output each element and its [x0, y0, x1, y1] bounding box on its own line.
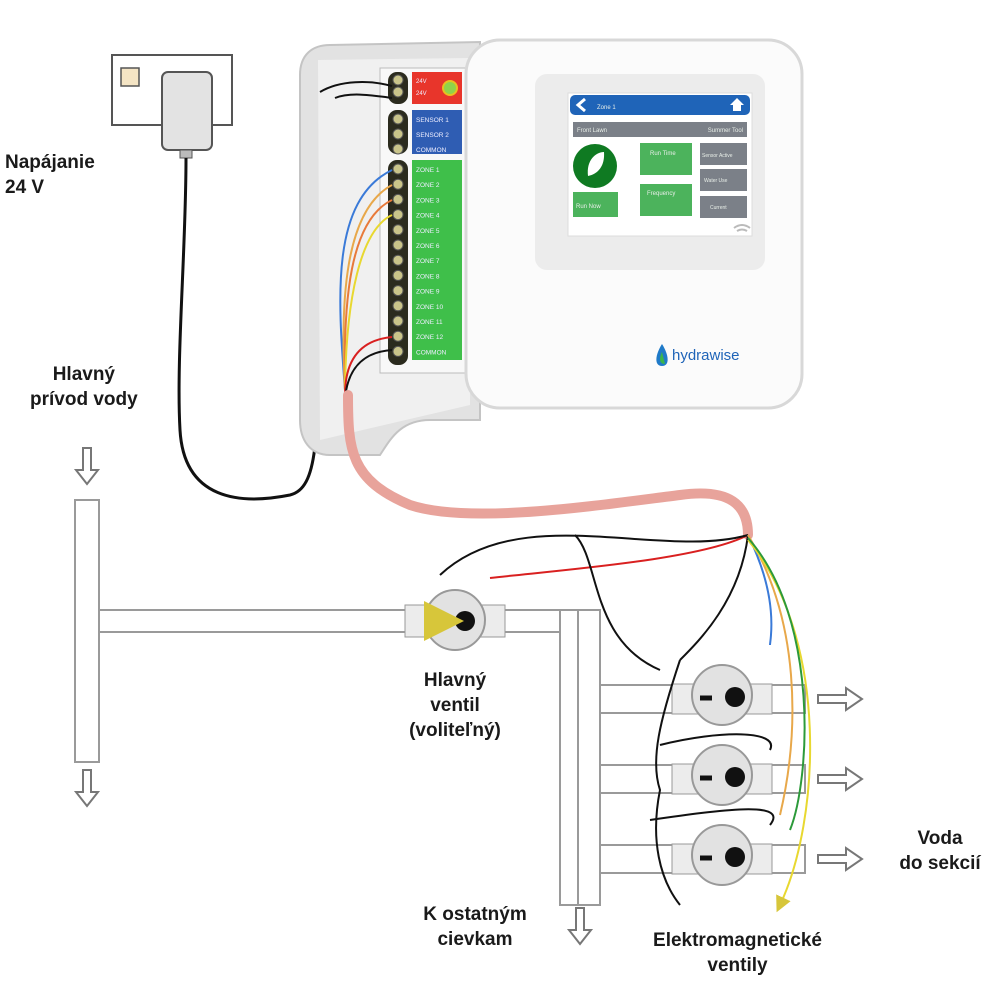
terminal-label-zones: ZONE 8: [416, 273, 440, 280]
terminal-screw: [392, 178, 404, 190]
label-other-coils: K ostatným cievkam: [400, 902, 550, 952]
terminal-screw: [392, 300, 404, 312]
flow-arrow-icon: [817, 686, 864, 712]
label-line: ventily: [707, 955, 768, 976]
label-line: (voliteľný): [409, 720, 501, 741]
terminal-strip: 24V 24V SENSOR 1 SENSOR 2 COMMON ZONE 1 ZONE 2…: [379, 67, 471, 374]
label-line: Elektromagnetické: [653, 930, 822, 951]
leaf-icon: [587, 152, 605, 176]
label-solenoid-valves: Elektromagnetické ventily: [625, 928, 850, 978]
terminal-label-sensor: COMMON: [416, 147, 447, 154]
solenoid-valve: [671, 664, 773, 726]
flow-arrow-icon: [566, 907, 594, 946]
main-valve: [404, 589, 506, 651]
flow-arrow-icon: [73, 447, 101, 486]
label-line: 24 V: [5, 177, 45, 198]
terminal-label-zones: ZONE 10: [416, 304, 443, 311]
terminal-screw: [392, 74, 404, 86]
terminal-label-zones: ZONE 2: [416, 182, 440, 189]
terminal-screw: [392, 163, 404, 175]
terminal-screw: [392, 345, 404, 357]
run-now-button: Run Now: [576, 204, 601, 210]
label-main-supply: Hlavný prívod vody: [30, 362, 138, 412]
flow-arrow-icon: [817, 846, 864, 872]
terminal-wires: [319, 81, 393, 401]
terminal-screw: [392, 269, 404, 281]
label-line: cievkam: [437, 929, 513, 950]
terminal-label-zones: ZONE 9: [416, 289, 440, 296]
terminal-screw: [392, 224, 404, 236]
screen-title: Zone 1: [597, 105, 616, 111]
label-line: Voda: [917, 828, 963, 849]
current: Current: [710, 205, 727, 211]
sensor-status: Sensor Active: [702, 153, 733, 159]
frequency-button: Frequency: [647, 191, 675, 197]
label-line: Napájanie: [5, 152, 95, 173]
solenoid-valve: [671, 824, 773, 886]
touch-screen: Zone 1 Front Lawn Summer Tool Run Now Ru…: [570, 95, 751, 232]
multicore-cable: [343, 390, 753, 540]
terminal-screw: [392, 86, 404, 98]
terminal-label-zones: ZONE 12: [416, 334, 443, 341]
pipes: [74, 499, 806, 906]
terminal-screw: [392, 209, 404, 221]
terminal-label-power: 24V: [416, 79, 427, 85]
label-line: ventil: [430, 695, 480, 716]
valve-wires: [439, 534, 812, 913]
terminal-label-zones: ZONE 5: [416, 228, 440, 235]
power-adapter: [161, 71, 213, 159]
terminal-label-zones: ZONE 3: [416, 197, 440, 204]
terminal-label-zones: ZONE 11: [416, 319, 443, 326]
terminal-label-zones: ZONE 6: [416, 243, 440, 250]
label-power: Napájanie 24 V: [5, 150, 95, 200]
terminal-label-zones: COMMON: [416, 349, 447, 356]
terminal-screw: [392, 239, 404, 251]
schedule: Summer Tool: [708, 128, 743, 134]
terminal-screw: [392, 285, 404, 297]
terminal-label-zones: ZONE 4: [416, 213, 440, 220]
flow-arrow-icon: [817, 766, 864, 792]
terminal-screw: [392, 128, 404, 140]
terminal-screw: [392, 330, 404, 342]
back-icon: [575, 97, 586, 113]
label-water-to-zones: Voda do sekcií: [880, 826, 1000, 876]
home-icon: [730, 98, 744, 111]
wifi-icon: [733, 224, 751, 232]
terminal-screw: [392, 254, 404, 266]
terminal-label-sensor: SENSOR 1: [416, 117, 449, 124]
terminal-label-sensor: SENSOR 2: [416, 132, 449, 139]
label-line: prívod vody: [30, 389, 138, 410]
water-use: Water Use: [704, 178, 728, 184]
terminal-screw: [392, 113, 404, 125]
terminal-label-zones: ZONE 1: [416, 167, 440, 174]
terminal-screw: [392, 193, 404, 205]
terminal-label-power: 24V: [416, 91, 427, 97]
screen-header: [570, 95, 750, 115]
terminal-screw: [392, 315, 404, 327]
label-line: Hlavný: [52, 364, 115, 385]
terminal-screw: [392, 143, 404, 155]
label-line: do sekcií: [899, 853, 981, 874]
zone-name: Front Lawn: [577, 128, 607, 134]
flow-arrow-icon: [73, 769, 101, 808]
label-main-valve: Hlavný ventil (voliteľný): [395, 668, 515, 743]
run-time-button: Run Time: [650, 151, 676, 157]
solenoid-valve: [671, 744, 773, 806]
label-line: K ostatným: [423, 904, 527, 925]
brand-text: hydrawise: [672, 347, 740, 364]
label-line: Hlavný: [423, 670, 487, 691]
brand-logo: hydrawise: [656, 344, 740, 366]
terminal-label-zones: ZONE 7: [416, 258, 440, 265]
